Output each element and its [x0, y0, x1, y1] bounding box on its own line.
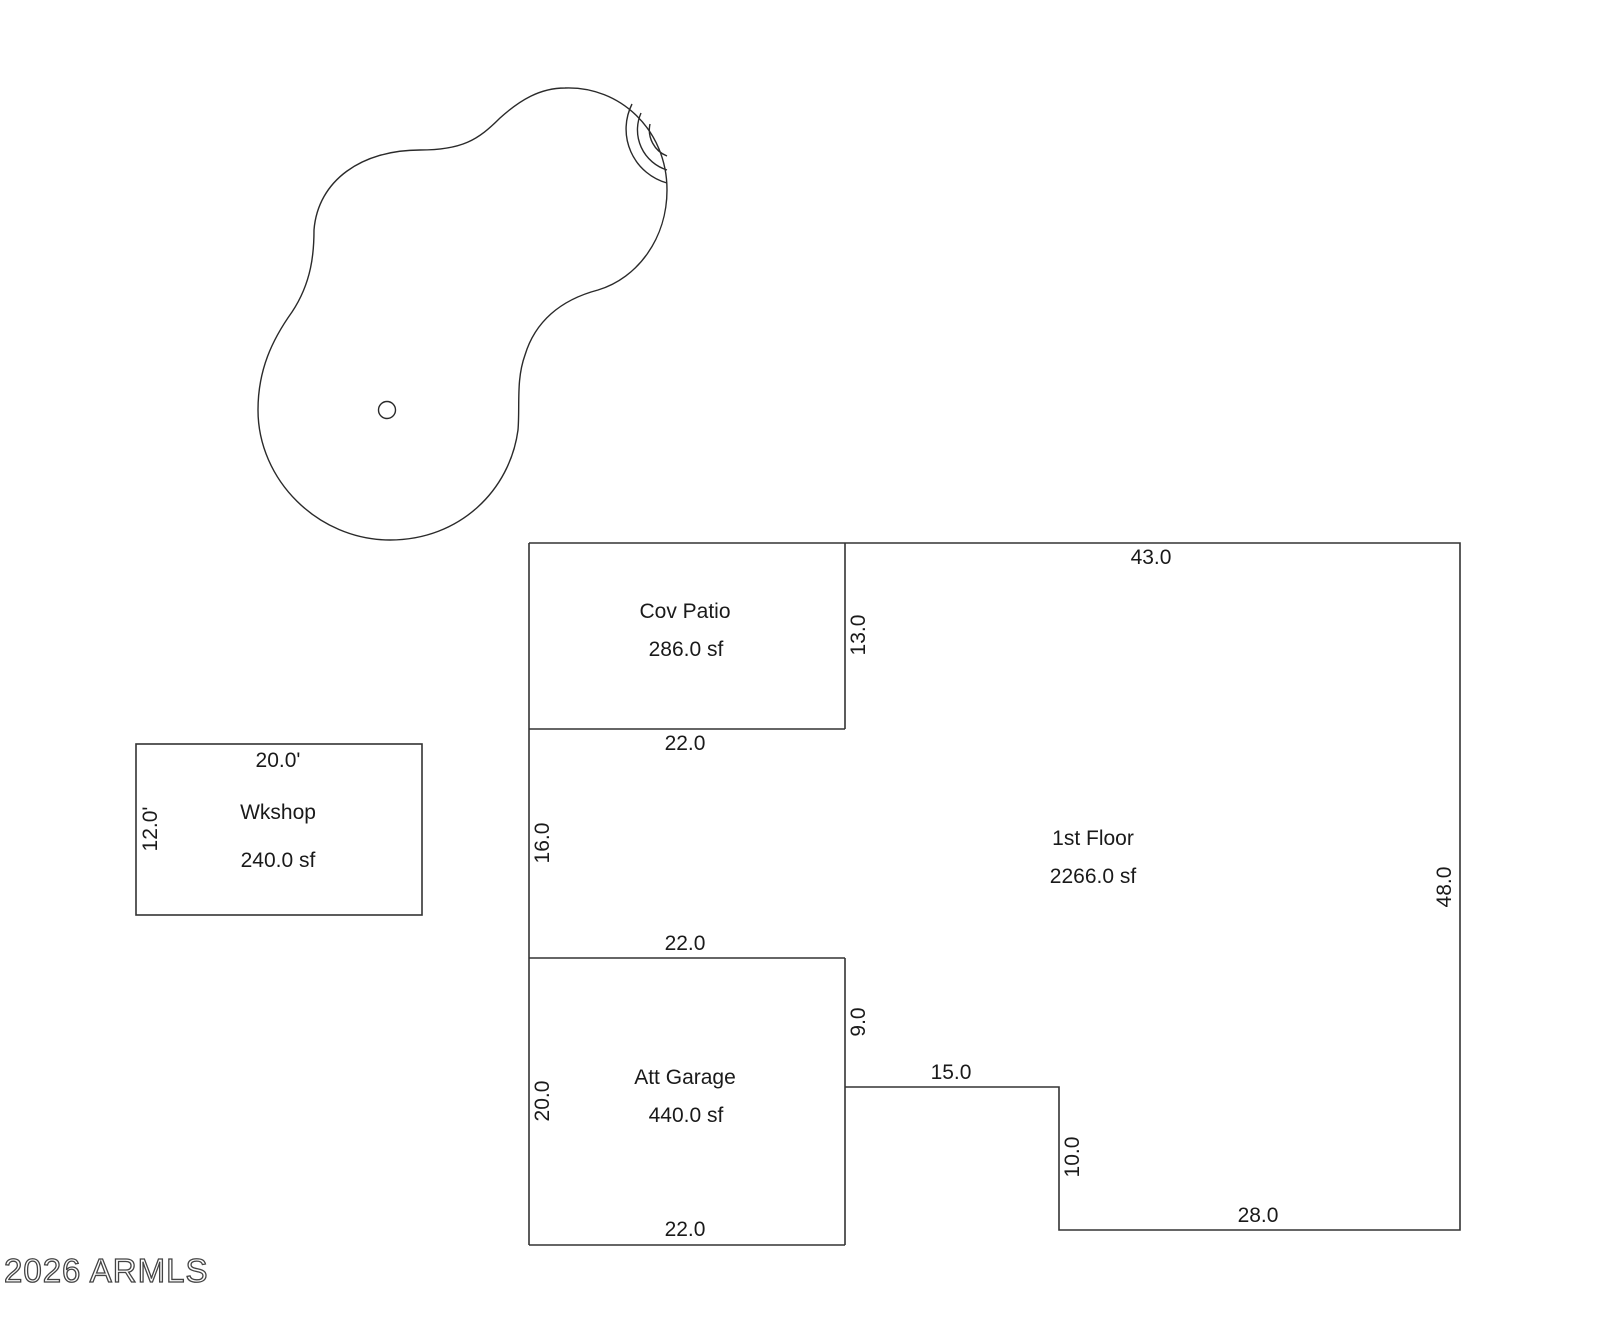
dim-garage-top: 22.0	[665, 932, 706, 955]
first-floor-area: 2266.0 sf	[1050, 865, 1137, 888]
wkshop-depth-label: 12.0'	[139, 807, 162, 852]
watermark: 2026 ARMLS	[3, 1251, 209, 1289]
dim-bottom-right: 28.0	[1238, 1204, 1279, 1227]
wkshop-name: Wkshop	[240, 801, 316, 824]
wkshop-area: 240.0 sf	[241, 849, 316, 872]
dim-top: 43.0	[1131, 546, 1172, 569]
wkshop-outline	[135, 743, 423, 916]
att-garage-area: 440.0 sf	[649, 1104, 724, 1127]
dim-garage-bottom: 22.0	[665, 1218, 706, 1241]
dim-garage-side: 9.0	[847, 1007, 870, 1036]
pool-steps	[625, 103, 668, 184]
pool	[257, 87, 668, 541]
dim-patio-bottom: 22.0	[665, 732, 706, 755]
dim-notch-top: 15.0	[931, 1061, 972, 1084]
pool-drain	[377, 400, 397, 420]
dim-notch-side: 10.0	[1061, 1137, 1084, 1178]
main-building: Cov Patio 286.0 sf 1st Floor 2266.0 sf A…	[528, 542, 1461, 1246]
first-floor-outline	[529, 542, 1461, 1231]
dim-left-middle: 16.0	[531, 823, 554, 864]
dim-garage-left: 20.0	[531, 1081, 554, 1122]
wkshop: 20.0' 12.0' Wkshop 240.0 sf	[135, 743, 423, 916]
dim-right: 48.0	[1433, 867, 1456, 908]
att-garage-name: Att Garage	[634, 1066, 736, 1089]
cov-patio-area: 286.0 sf	[649, 638, 724, 661]
dim-patio-side: 13.0	[847, 615, 870, 656]
pool-outline	[257, 87, 668, 541]
wkshop-width-label: 20.0'	[256, 749, 301, 772]
cov-patio-name: Cov Patio	[639, 600, 730, 623]
first-floor-name: 1st Floor	[1052, 827, 1134, 850]
